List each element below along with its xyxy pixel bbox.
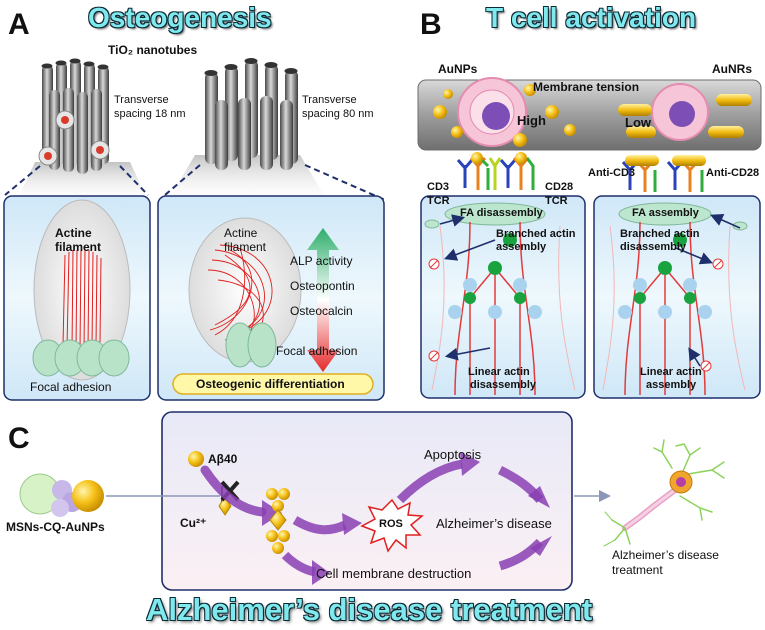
branched-disassembly-1: Branched actin (620, 228, 700, 240)
treatment-label-1: Alzheimer’s disease (612, 548, 719, 562)
right-actine-label-1: Actine (224, 226, 258, 240)
anti-cd28-label: Anti-CD28 (706, 167, 760, 179)
left-focal-adhesion-label: Focal adhesion (30, 380, 112, 394)
actin-nodes-left (448, 233, 542, 319)
alzheimers-disease-label: Alzheimer’s disease (436, 516, 552, 531)
spacing-80-line2: spacing 80 nm (302, 108, 374, 120)
fa-disassembly-blob (444, 202, 546, 226)
cu2-label: Cu²⁺ (180, 516, 207, 530)
tio2-nanotubes-sparse (204, 58, 298, 170)
linear-disassembly-2: disassembly (470, 379, 537, 391)
msns-cq-aunps (19, 473, 104, 517)
tcr-left-label: TCR (427, 195, 450, 207)
fa-assembly-blob (618, 202, 712, 226)
aunrs (618, 94, 752, 138)
tio2-nanotubes-dense (38, 58, 110, 174)
msns-cq-aunps-label: MSNs-CQ-AuNPs (6, 520, 105, 534)
left-actine-label-2: filament (55, 240, 102, 254)
panel-letter-c: C (8, 422, 30, 455)
cell-membrane-destruction-label: Cell membrane destruction (316, 566, 472, 581)
osteopontin-label: Osteopontin (290, 279, 355, 293)
cd28-label: CD28 (545, 181, 574, 193)
left-actine-label-1: Actine (55, 226, 92, 240)
osteocalcin-label: Osteocalcin (290, 304, 353, 318)
ros-label: ROS (379, 518, 403, 530)
panel-b-left-box (420, 195, 586, 399)
actin-nodes-right (618, 233, 712, 319)
focal-adhesion-right (225, 322, 277, 368)
neuron-illustration (603, 439, 725, 547)
decrease-arrow (307, 300, 339, 372)
panel-a-title: Osteogenesis (88, 2, 272, 33)
aunrs-label: AuNRs (712, 62, 753, 76)
high-label: High (517, 113, 546, 128)
osteogenic-pill (172, 373, 374, 395)
increase-arrow (307, 228, 339, 300)
spacing-18-line1: Transverse (114, 94, 169, 106)
membrane-tension-label: Membrane tension (533, 80, 640, 94)
aunps-label: AuNPs (438, 62, 478, 76)
fa-assembly-label: FA assembly (632, 207, 699, 219)
fa-disassembly-label: FA disassembly (460, 207, 543, 219)
branched-disassembly-2: disassembly (620, 241, 687, 253)
panel-b-right-box (593, 195, 761, 399)
alp-activity-label: ALP activity (290, 254, 353, 268)
right-actine-label-2: filament (224, 240, 267, 254)
ros-burst (360, 498, 424, 553)
actin-monomers (428, 258, 724, 372)
panel-b-title: T cell activation (486, 2, 697, 33)
linear-assembly-1: Linear actin (640, 366, 702, 378)
tcr-right-label: TCR (545, 195, 568, 207)
right-focal-adhesion-label: Focal adhesion (276, 344, 358, 358)
branched-assembly-2: assembly (496, 241, 547, 253)
linear-disassembly-1: Linear actin (468, 366, 530, 378)
anti-cd3-label: Anti-CD3 (588, 167, 636, 179)
receptors-left (456, 157, 535, 190)
spacing-80-line1: Transverse (302, 94, 357, 106)
cd3-label: CD3 (427, 181, 450, 193)
panel-letter-b: B (420, 8, 442, 41)
linear-assembly-2: assembly (646, 379, 697, 391)
panel-c-box (161, 411, 573, 591)
abeta-ball (188, 451, 204, 467)
treatment-label-2: treatment (612, 563, 663, 577)
abeta40-label: Aβ40 (208, 452, 238, 466)
panel-c-title: Alzheimer’s disease treatment (146, 592, 593, 627)
aunps (433, 84, 576, 147)
actin-filaments-straight (62, 249, 102, 351)
tio2-nanotubes-label: TiO₂ nanotubes (108, 43, 198, 57)
spacing-18-line2: spacing 18 nm (114, 108, 186, 120)
panel-letter-a: A (8, 8, 30, 41)
low-label: Low (625, 115, 651, 130)
osteogenic-differentiation-label: Osteogenic differentiation (196, 377, 345, 391)
branched-assembly-1: Branched actin (496, 228, 576, 240)
focal-adhesion-left (32, 339, 130, 377)
apoptosis-label: Apoptosis (424, 447, 482, 462)
abeta-aggregate (266, 488, 290, 554)
